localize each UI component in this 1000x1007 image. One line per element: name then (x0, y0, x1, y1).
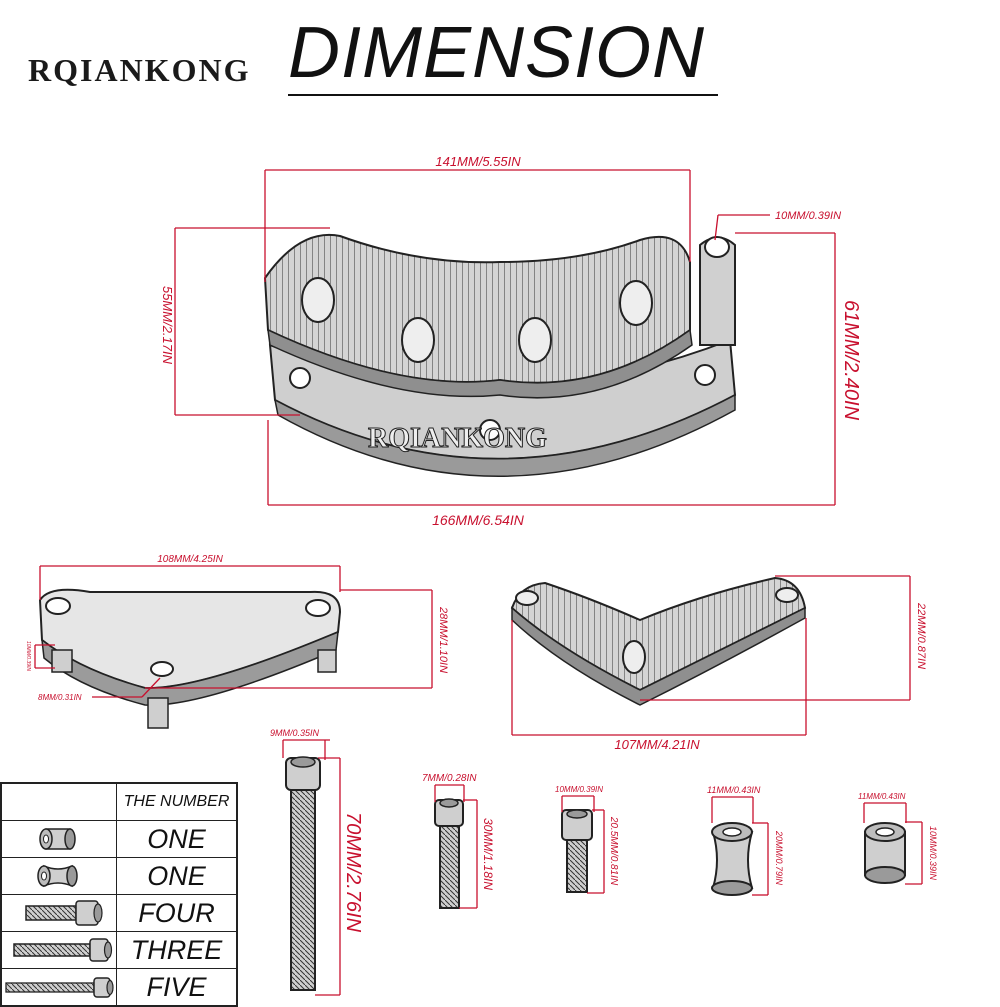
dim-short-spacer-length: 10MM/0.39IN (928, 826, 938, 881)
dim-left-plate-height: 28MM/1.10IN (437, 606, 449, 673)
medium-bolt-illustration (434, 798, 464, 909)
brand-logo-text: RQIANKONG (28, 52, 251, 88)
long-bolt-icon (0, 968, 117, 1007)
bolt-hole-icon (401, 317, 435, 363)
tall-spacer-illustration (711, 822, 754, 896)
medium-bolt-icon (0, 931, 117, 969)
product-watermark: RQIANKONG (368, 423, 547, 454)
dim-medium-bolt-length: 30MM/1.18IN (481, 818, 495, 890)
dim-height-right: 61MM/2.40IN (840, 300, 862, 421)
plate-hole-icon (515, 590, 539, 606)
table-header-number: THE NUMBER (116, 782, 238, 821)
dim-height-left: 55MM/2.17IN (160, 286, 175, 365)
tall-spacer-dimensions: 11MM/0.43IN 20MM/0.79IN (707, 785, 784, 896)
bolt-hole-icon (301, 277, 335, 323)
post-hole-icon (704, 236, 730, 258)
medium-bolt-dimensions: 7MM/0.28IN 30MM/1.18IN (422, 773, 495, 909)
quantity-cell: ONE (116, 820, 238, 858)
header-empty-cell (0, 782, 117, 821)
right-plate-dimensions: 22MM/0.87IN 107MM/4.21IN (511, 575, 927, 752)
title-underline (288, 94, 718, 96)
main-cover-dimensions: 141MM/5.55IN 55MM/2.17IN 61MM/2.40IN 10M… (160, 154, 862, 528)
dim-long-bolt-length: 70MM/2.76IN (342, 812, 364, 933)
dim-right-plate-height: 22MM/0.87IN (915, 602, 927, 669)
dim-left-plate-small: 10MM/0.39IN (25, 641, 31, 671)
short-spacer-illustration (864, 822, 906, 884)
dim-hole: 10MM/0.39IN (775, 210, 841, 222)
plate-hole-icon (45, 597, 71, 615)
quantity-cell: FIVE (116, 968, 238, 1007)
dim-medium-bolt-head: 7MM/0.28IN (422, 773, 477, 784)
short-bolt-dimensions: 10MM/0.39IN 20.5MM/0.81IN (555, 785, 619, 894)
right-plate-illustration (510, 576, 807, 706)
plate-hole-icon (305, 599, 331, 617)
page-title: DIMENSION (288, 13, 706, 93)
dim-long-bolt-head: 9MM/0.35IN (270, 728, 320, 738)
plate-post (51, 649, 73, 673)
main-cover-top-edge (267, 328, 693, 399)
table-row: ONE (0, 857, 238, 895)
bolt-hole-icon (518, 317, 552, 363)
quantity-cell: FOUR (116, 894, 238, 932)
table-row: ONE (0, 820, 238, 858)
plate-hole-icon (622, 640, 646, 674)
dim-left-plate-post: 8MM/0.31IN (38, 693, 82, 702)
dim-tall-spacer-length: 20MM/0.79IN (774, 830, 784, 886)
plate-hole-icon (150, 661, 174, 677)
mount-hole-icon (289, 367, 311, 389)
table-header-row: THE NUMBER (0, 782, 238, 821)
spacer-icon (0, 820, 117, 858)
long-bolt-illustration (285, 756, 321, 991)
main-cover-illustration: RQIANKONG (263, 233, 737, 477)
table-row: FIVE (0, 968, 238, 1007)
table-row: FOUR (0, 894, 238, 932)
flanged-spacer-icon (0, 857, 117, 895)
right-plate-edge (511, 606, 806, 706)
dim-right-plate-width: 107MM/4.21IN (614, 737, 700, 752)
short-bolt-illustration (561, 809, 593, 893)
short-bolt-icon (0, 894, 117, 932)
short-spacer-dimensions: 11MM/0.43IN 10MM/0.39IN (858, 792, 938, 885)
dim-width-bottom: 166MM/6.54IN (432, 512, 525, 528)
plate-post (147, 697, 169, 729)
dim-short-bolt-length: 20.5MM/0.81IN (608, 816, 619, 886)
dim-width-top: 141MM/5.55IN (435, 154, 521, 169)
long-bolt-dimensions: 9MM/0.35IN 70MM/2.76IN (270, 728, 364, 996)
quantity-cell: THREE (116, 931, 238, 969)
mount-hole-icon (694, 364, 716, 386)
left-plate-dimensions: 108MM/4.25IN 28MM/1.10IN 10MM/0.39IN 8MM… (25, 554, 449, 702)
left-plate-illustration (38, 588, 342, 729)
mount-hole-icon (479, 419, 501, 441)
table-row: THREE (0, 931, 238, 969)
plate-post (317, 649, 337, 673)
bolt-hole-icon (619, 280, 653, 326)
dim-tall-spacer-diameter: 11MM/0.43IN (707, 785, 761, 795)
dim-left-plate-width: 108MM/4.25IN (157, 554, 223, 565)
main-cover-base-edge (273, 393, 736, 477)
dim-short-spacer-diameter: 11MM/0.43IN (858, 792, 906, 801)
plate-hole-icon (775, 587, 799, 603)
parts-quantity-table: THE NUMBER ONE ONE (0, 782, 238, 1007)
dim-short-bolt-head: 10MM/0.39IN (555, 785, 603, 794)
quantity-cell: ONE (116, 857, 238, 895)
